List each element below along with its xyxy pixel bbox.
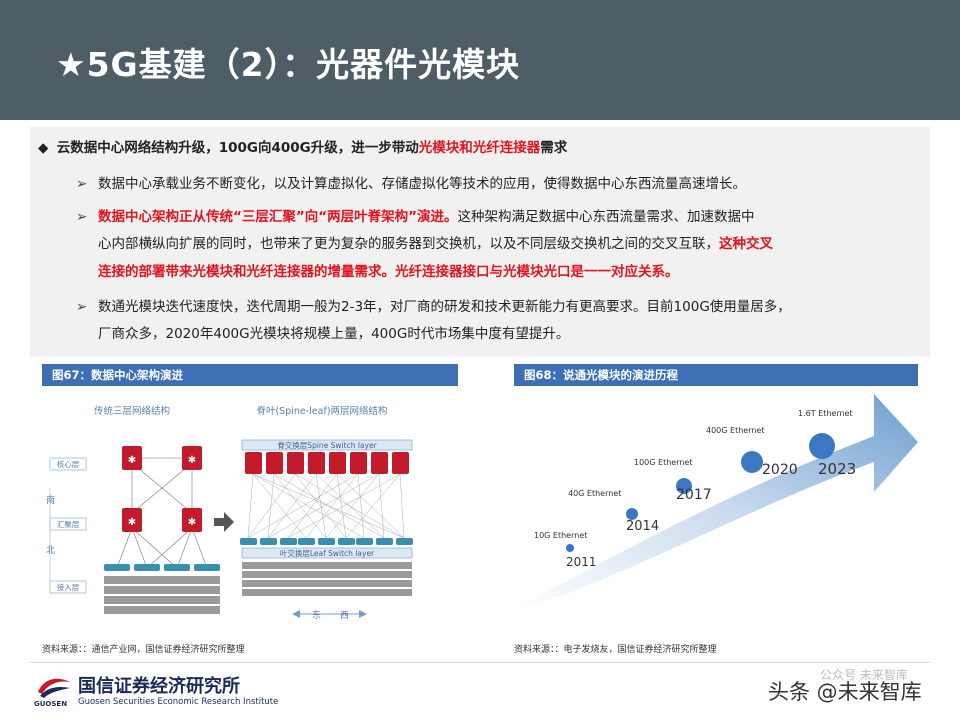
arrow-bullet-icon: ➢ — [76, 299, 88, 315]
milestone-label: 100G Ethernet — [634, 458, 692, 467]
logo-text-cn: 国信证券经济研究所 — [78, 676, 240, 697]
milestone-dot — [566, 544, 574, 552]
network-architecture-diagram: 传统三层网络结构 脊叶(Spine-leaf)两层网络结构 核心层 汇聚层 接入… — [46, 405, 413, 621]
sub-bullet-1: ➢ 数据中心承载业务不断变化，以及计算虚拟化、存储虚拟化等技术的应用，使得数据中… — [76, 176, 746, 192]
fig68-source: 资料来源：：电子发烧友，国信证券经济研究所整理 — [514, 645, 717, 655]
fig68-caption: 图68：说通光模块的演进历程 — [514, 364, 918, 386]
fig67-caption: 图67：数据中心架构演进 — [42, 364, 458, 386]
sub-bullet-2: ➢ 数据中心架构正从传统“三层汇聚”向“两层叶脊架构”演进。这种架构满足数据中心… — [76, 209, 755, 225]
milestone-label: 1.6T Ethernet — [798, 409, 853, 418]
spine-label: 脊交换层Spine Switch layer — [277, 440, 377, 450]
watermark-under: 公众号 未来智库 — [820, 668, 908, 682]
layer-core: 核心层 — [57, 459, 80, 469]
main-bullet: ◆ 云数据中心网络结构升级，100G向400G升级，进一步带动光模块和光纤连接器… — [38, 140, 568, 156]
page-title: ★5G基建（2）：光器件光模块 — [56, 45, 521, 84]
fig68-roadmap: 10G Ethernet 2011 40G Ethernet 2014 100G Eth… — [514, 388, 918, 623]
leaf-label: 叶交换层Leaf Switch layer — [280, 548, 375, 558]
sub-bullet-3-line2: 厂商众多，2020年400G光模块将规模上量，400G时代市场集中度有望提升。 — [98, 326, 570, 342]
growth-arrow — [514, 394, 918, 612]
arrow-bullet-icon: ➢ — [76, 209, 88, 225]
milestone-year: 2014 — [626, 519, 659, 534]
milestone-dot — [626, 508, 638, 520]
watermark: 头条 @未来智库 — [768, 680, 922, 704]
text-panel — [30, 127, 930, 357]
vertical-south: 南 — [46, 494, 55, 506]
milestone-label: 400G Ethernet — [706, 426, 764, 435]
milestone-year: 2011 — [566, 555, 597, 569]
header-bar: ★5G基建（2）：光器件光模块 — [0, 0, 960, 120]
optical-module-roadmap: 10G Ethernet 2011 40G Ethernet 2014 100G Eth… — [514, 394, 918, 612]
label-west: 西 — [340, 610, 349, 621]
milestone-dot — [676, 478, 692, 494]
fig67-diagram: 传统三层网络结构 脊叶(Spine-leaf)两层网络结构 核心层 汇聚层 接入… — [42, 388, 458, 623]
label-east: 东 — [312, 609, 321, 621]
milestone-year: 2023 — [818, 460, 856, 478]
milestone-dot — [741, 451, 763, 473]
milestone-label: 40G Ethernet — [568, 489, 621, 498]
milestone-year: 2020 — [762, 462, 798, 478]
layer-access: 接入层 — [57, 582, 80, 592]
svg-text:✱: ✱ — [188, 517, 196, 528]
sub-bullet-2-line3: 连接的部署带来光模块和光纤连接器的增量需求。光纤连接器接口与光模块光口是一一对应… — [98, 264, 679, 280]
logo-short: GUOSEN — [34, 700, 68, 708]
milestone-dot — [809, 433, 835, 459]
svg-text:✱: ✱ — [128, 455, 136, 466]
fig67-source: 资料来源：：通信产业网，国信证券经济研究所整理 — [42, 645, 245, 655]
logo-text-en: Guosen Securities Economic Research Inst… — [78, 697, 279, 707]
right-title: 脊叶(Spine-leaf)两层网络结构 — [256, 405, 387, 417]
guosen-logo-icon — [38, 678, 70, 698]
milestone-label: 10G Ethernet — [534, 531, 587, 540]
arrow-bullet-icon: ➢ — [76, 176, 88, 192]
layer-agg: 汇聚层 — [57, 520, 80, 529]
sub-bullet-2-line2: 心内部横纵向扩展的同时，也带来了更为复杂的服务器到交换机，以及不同层级交换机之间… — [98, 236, 773, 252]
vertical-north: 北 — [46, 545, 55, 556]
svg-text:✱: ✱ — [128, 517, 136, 528]
svg-text:✱: ✱ — [188, 455, 196, 466]
left-title: 传统三层网络结构 — [94, 405, 170, 417]
sub-bullet-3: ➢ 数通光模块迭代速度快，迭代周期一般为2-3年，对厂商的研发和技术更新能力有更… — [76, 299, 791, 315]
footer-divider — [30, 662, 930, 663]
diamond-bullet-icon: ◆ — [38, 140, 49, 156]
milestone-year: 2017 — [676, 487, 712, 503]
